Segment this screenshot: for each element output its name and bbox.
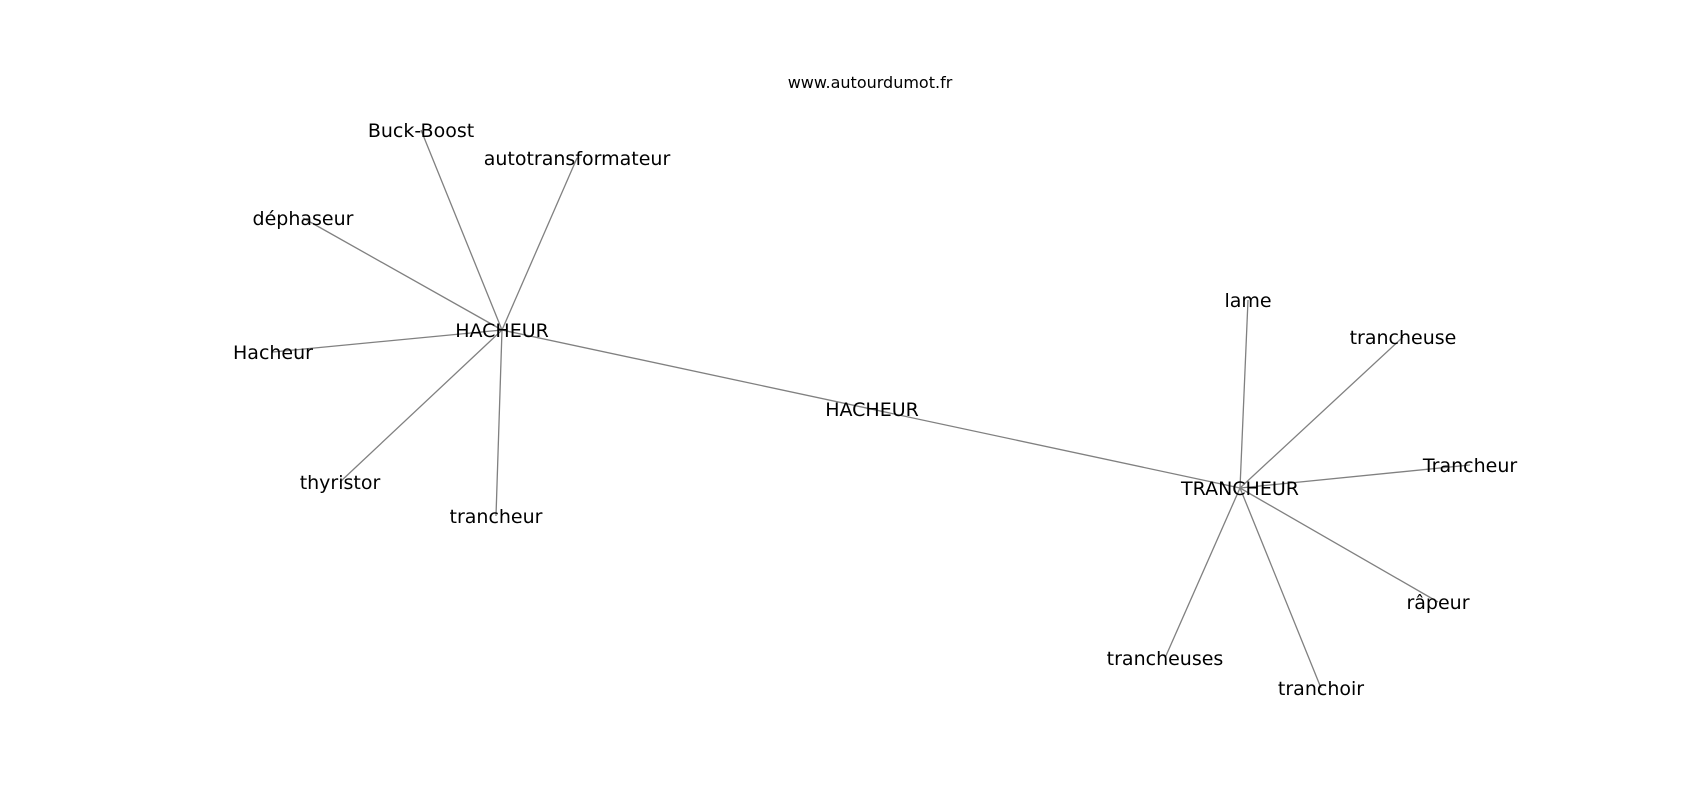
- watermark-text: www.autourdumot.fr: [788, 73, 953, 92]
- node-label-dephaseur: déphaseur: [253, 208, 354, 230]
- edge-trancheur_hub-tranchoir: [1239, 487, 1322, 689]
- node-label-trancheur_lower: trancheur: [450, 506, 543, 528]
- node-label-trancheuse: trancheuse: [1350, 327, 1457, 349]
- node-label-lame: lame: [1224, 290, 1271, 312]
- edge-trancheur_hub-rapeur: [1239, 487, 1439, 603]
- edge-trancheur_hub-trancheuse: [1239, 336, 1404, 489]
- node-label-hacheur_mid: HACHEUR: [825, 399, 919, 421]
- edge-trancheur_hub-lame: [1239, 299, 1249, 489]
- node-label-hacheur_hub: HACHEUR: [455, 320, 549, 342]
- edge-hacheur_hub-trancheur_lower: [495, 329, 503, 517]
- node-label-thyristor: thyristor: [300, 472, 381, 494]
- node-label-trancheur_hub: TRANCHEUR: [1180, 478, 1299, 500]
- edge-hacheur_hub-dephaseur: [302, 217, 503, 331]
- edge-hacheur_hub-buck_boost: [420, 129, 503, 331]
- edge-trancheur_hub-trancheuses: [1164, 487, 1241, 659]
- node-label-autotransformateur: autotransformateur: [484, 148, 671, 170]
- node-label-hacheur_lower: Hacheur: [233, 342, 313, 364]
- node-label-rapeur: râpeur: [1406, 592, 1469, 614]
- node-label-trancheuses: trancheuses: [1107, 648, 1224, 670]
- node-label-tranchoir: tranchoir: [1278, 678, 1364, 700]
- node-label-buck_boost: Buck-Boost: [368, 120, 474, 142]
- graph-edges: [272, 129, 1471, 689]
- edge-hacheur_hub-autotransformateur: [501, 157, 578, 331]
- edge-hacheur_hub-hacheur_lower: [272, 329, 503, 353]
- edge-trancheur_hub-trancheur_cap: [1239, 464, 1471, 489]
- edge-hacheur_hub-trancheur_hub: [501, 329, 1241, 489]
- graph-node-labels: HACHEUR TRANCHEUR HACHEUR Buck-Boost autotra…: [233, 120, 1517, 700]
- edge-hacheur_hub-thyristor: [339, 329, 503, 483]
- node-label-trancheur_cap: Trancheur: [1422, 455, 1518, 477]
